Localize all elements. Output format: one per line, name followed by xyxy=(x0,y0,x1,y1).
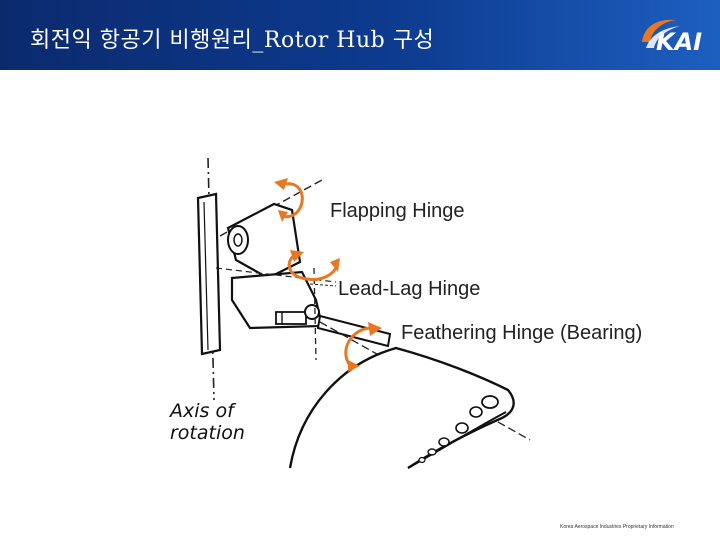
rotor-mast xyxy=(196,192,222,356)
page-title: 회전익 항공기 비행원리_Rotor Hub 구성 xyxy=(30,28,435,53)
rotor-hub-diagram xyxy=(196,157,531,470)
feathering-hinge-label: Feathering Hinge (Bearing) xyxy=(401,322,643,344)
flapping-rotation-arrow-icon xyxy=(274,178,304,222)
lead-lag-rotation-arrow-icon xyxy=(287,250,340,282)
lead-lag-axis-line xyxy=(313,267,317,361)
lead-lag-hinge-label: Lead-Lag Hinge xyxy=(338,278,481,300)
kai-logo: KAI xyxy=(642,19,702,56)
title-bar: 회전익 항공기 비행원리_Rotor Hub 구성 KAI xyxy=(0,0,720,70)
axis-label-line2: rotation xyxy=(170,422,245,444)
axis-of-rotation-label: Axis of rotation xyxy=(170,400,245,444)
footer-proprietary-note: Korea Aerospace Industries Proprietary I… xyxy=(560,524,674,530)
flapping-hinge-yoke xyxy=(226,202,302,280)
flapping-hinge-label: Flapping Hinge xyxy=(330,200,465,222)
axis-label-line1: Axis of xyxy=(170,400,234,422)
logo-text: KAI xyxy=(656,28,702,56)
feathering-rotation-arrow-icon xyxy=(344,322,382,372)
